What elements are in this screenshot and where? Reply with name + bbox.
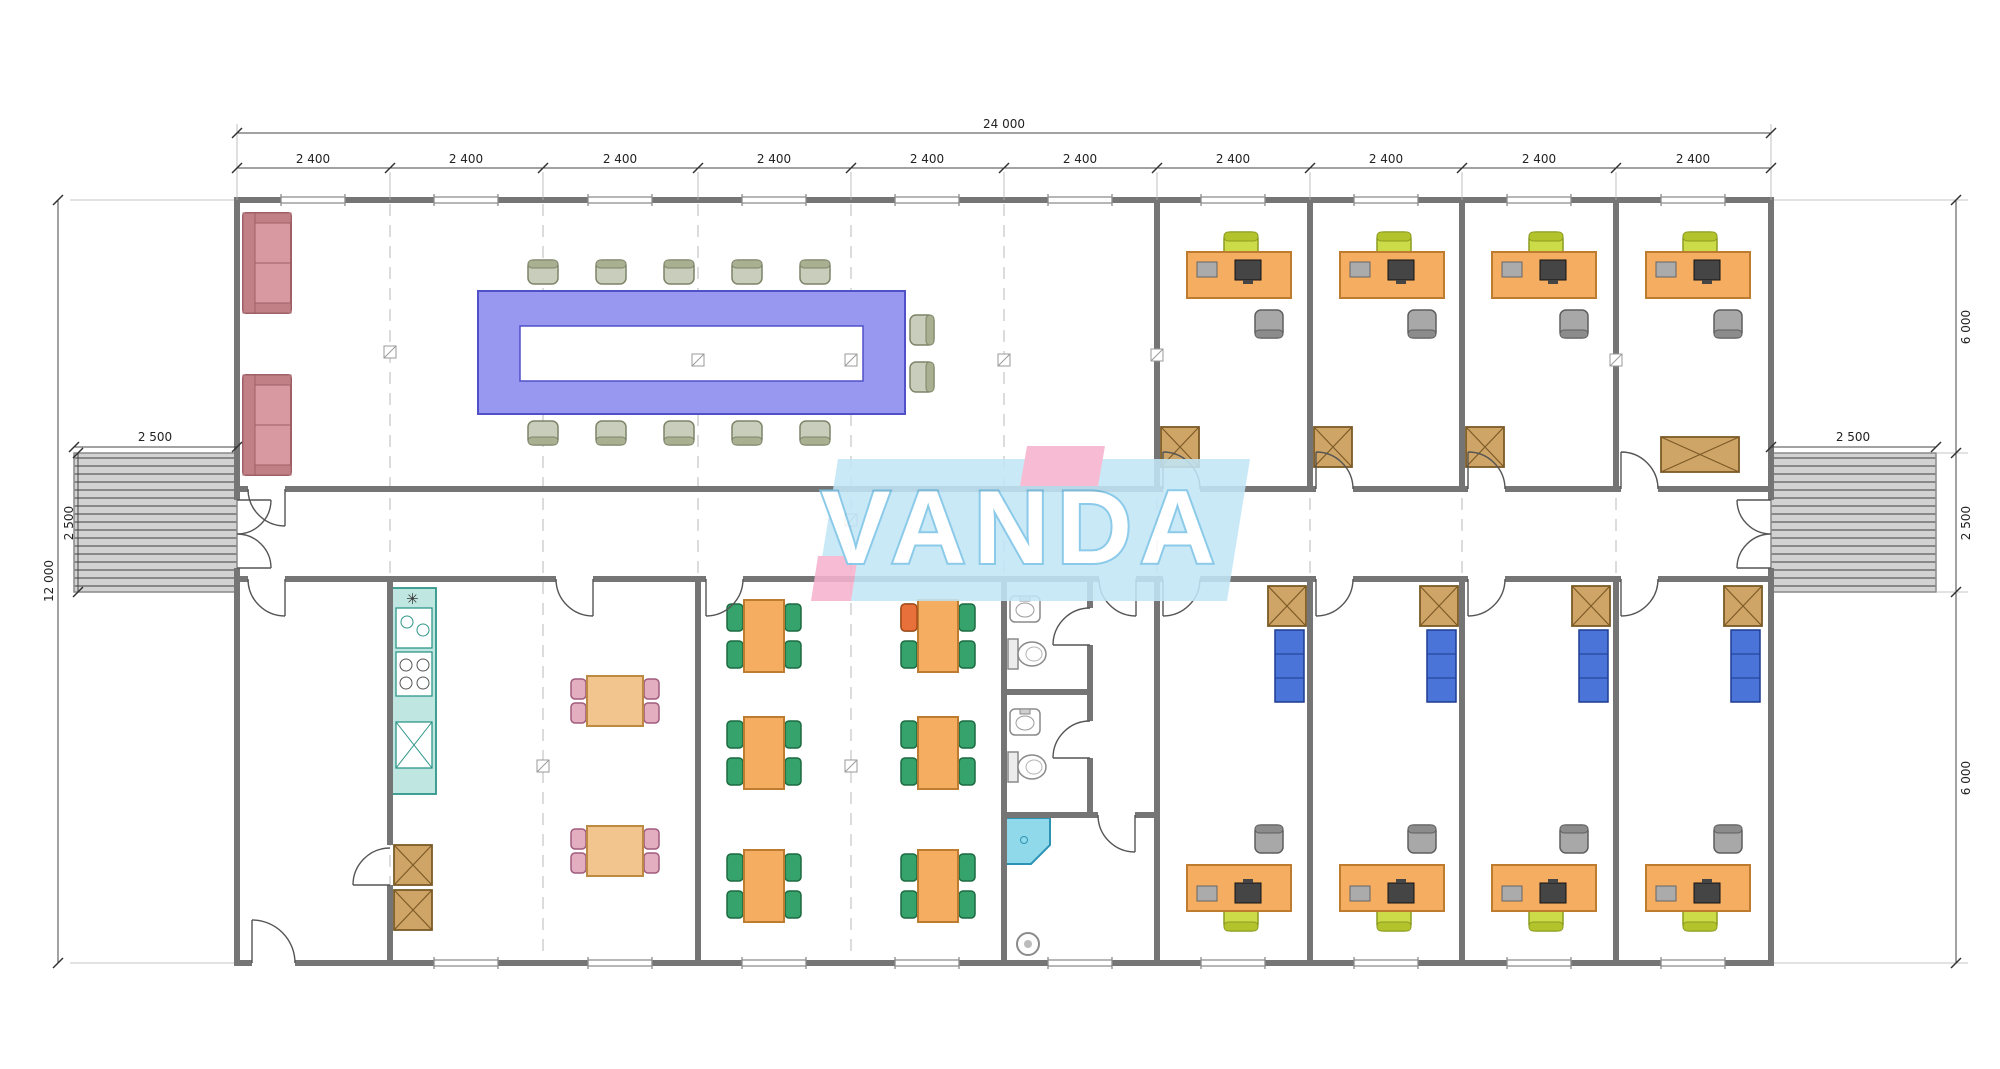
- conference-chair-icon: [909, 314, 935, 346]
- window-icon: [1506, 956, 1572, 970]
- shelf-unit-icon: [1730, 629, 1761, 703]
- shelf-unit-icon: [1578, 629, 1609, 703]
- cabinet-icon: [393, 889, 433, 931]
- entrance-ramp-left: [73, 452, 238, 593]
- dim-bay: 2 400: [910, 152, 944, 166]
- dim-bay: 2 400: [1522, 152, 1556, 166]
- conference-chair-icon: [731, 420, 763, 446]
- window-icon: [1506, 193, 1572, 207]
- window-icon: [1353, 193, 1419, 207]
- window-icon: [1047, 956, 1113, 970]
- watermark-text: VANDA: [821, 470, 1223, 586]
- window-icon: [894, 193, 960, 207]
- vanda-watermark: VANDA: [811, 446, 1250, 601]
- dim-overall-width: 24 000: [983, 117, 1025, 131]
- dim-bay: 2 400: [1216, 152, 1250, 166]
- highlight-chair-icon: [900, 603, 918, 632]
- sink-icon: [1009, 708, 1041, 736]
- window-icon: [280, 193, 346, 207]
- sofa-icon: [242, 212, 292, 314]
- window-icon: [894, 956, 960, 970]
- dim-bay: 2 400: [1369, 152, 1403, 166]
- conference-chair-icon: [799, 259, 831, 285]
- shelf-unit-icon: [1274, 629, 1305, 703]
- cabinet-icon: [1660, 436, 1740, 473]
- cabinet-icon: [1571, 585, 1611, 627]
- dim-bay: 2 400: [449, 152, 483, 166]
- watermark-band: [815, 459, 1250, 601]
- window-icon: [587, 956, 653, 970]
- cabinet-icon: [1723, 585, 1763, 627]
- dim-ramp-right: 2 500: [1836, 430, 1870, 444]
- stove-icon: [395, 651, 433, 697]
- dim-left-total: 12 000: [42, 560, 56, 602]
- dim-right-middle: 2 500: [1959, 506, 1973, 540]
- conference-chair-icon: [731, 259, 763, 285]
- meeting-room: [242, 212, 935, 476]
- offices-top: [1160, 231, 1751, 473]
- dim-right-bottom: 6 000: [1959, 761, 1973, 795]
- conference-chair-icon: [595, 259, 627, 285]
- window-icon: [1353, 956, 1419, 970]
- kitchen: ✳: [391, 587, 437, 931]
- entrance-ramp-right: [1770, 452, 1937, 593]
- toilet-icon: [1007, 638, 1047, 670]
- cafeteria: [726, 599, 976, 923]
- conference-chair-icon: [909, 361, 935, 393]
- conference-chair-icon: [595, 420, 627, 446]
- cabinet-icon: [1419, 585, 1459, 627]
- sofa-icon: [242, 374, 292, 476]
- floor-drain-icon: [1016, 932, 1040, 956]
- dimension-lines: 24 000 2 400 2 400 2 400 2 400 2 400 2 4…: [42, 117, 1973, 969]
- conference-table: [477, 290, 906, 415]
- conference-chair-icon: [799, 420, 831, 446]
- window-icon: [1660, 956, 1726, 970]
- window-icon: [1200, 193, 1266, 207]
- dim-bay: 2 400: [757, 152, 791, 166]
- dim-bay: 2 400: [1676, 152, 1710, 166]
- cabinet-icon: [1465, 426, 1505, 468]
- cabinet-icon: [1267, 585, 1307, 627]
- conference-chair-icon: [663, 259, 695, 285]
- watermark-accent-bottom: [811, 556, 858, 601]
- window-icon: [1660, 193, 1726, 207]
- conference-chair-icon: [527, 259, 559, 285]
- window-icon: [1200, 956, 1266, 970]
- cabinet-icon: [1313, 426, 1353, 468]
- dim-right-top: 6 000: [1959, 310, 1973, 344]
- window-icon: [587, 193, 653, 207]
- window-icon: [1047, 193, 1113, 207]
- watermark-accent-top: [1020, 446, 1105, 486]
- toilet-icon: [1007, 751, 1047, 783]
- dim-bay: 2 400: [296, 152, 330, 166]
- conference-chair-icon: [663, 420, 695, 446]
- shelf-unit-icon: [1426, 629, 1457, 703]
- window-icon: [741, 956, 807, 970]
- dim-bay: 2 400: [1063, 152, 1097, 166]
- window-icon: [741, 193, 807, 207]
- dim-bay: 2 400: [603, 152, 637, 166]
- cabinet-icon: [393, 844, 433, 886]
- dim-ramp-left: 2 500: [138, 430, 172, 444]
- kitchen-marker-symbol: ✳: [406, 590, 419, 608]
- fridge-icon: [395, 721, 433, 769]
- conference-chair-icon: [527, 420, 559, 446]
- window-icon: [433, 193, 499, 207]
- window-icon: [433, 956, 499, 970]
- dim-corridor-width: 2 500: [62, 506, 76, 540]
- kitchen-sink-icon: [395, 607, 433, 649]
